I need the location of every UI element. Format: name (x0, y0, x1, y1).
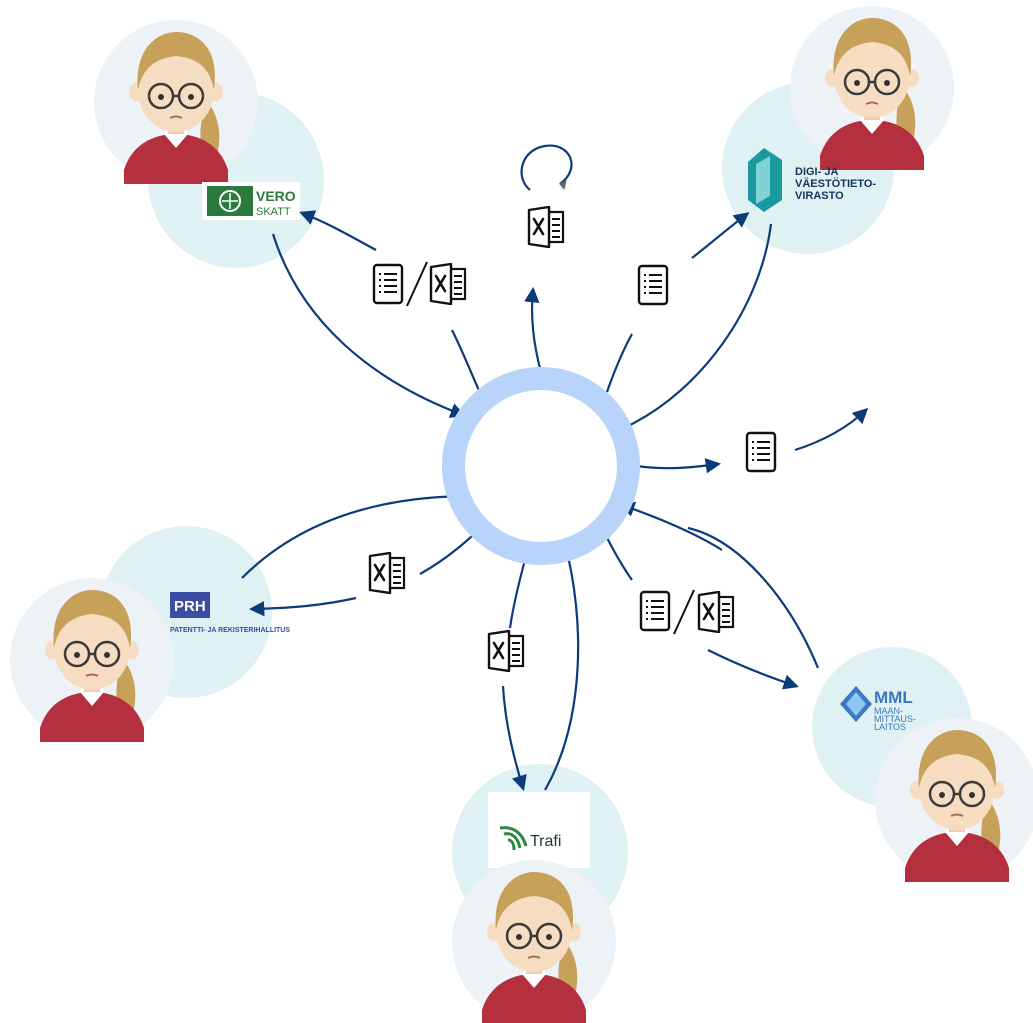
arrow-center-to-dvv (691, 212, 750, 259)
arrow-center-up (524, 286, 543, 373)
mml-logo-line2: MITTAUS- (874, 714, 916, 724)
arrow-center-to-mml (707, 649, 799, 690)
dvv-logo: DIGI- JA VÄESTÖTIETO- VIRASTO (748, 148, 876, 212)
excel-icon (429, 263, 467, 305)
document-icon (639, 590, 671, 632)
vero-logo-line1: VERO (256, 188, 296, 204)
file-icons (368, 206, 777, 672)
document-icon (637, 264, 669, 306)
dvv-node: DIGI- JA VÄESTÖTIETO- VIRASTO (722, 6, 954, 254)
prh-logo: PRH PATENTTI- JA REKISTERIHALLITUS (170, 592, 290, 634)
dvv-logo-line3: VIRASTO (795, 190, 844, 202)
arrow-mml-to-center-2 (619, 501, 723, 551)
mml-logo-line3: LAITOS (874, 722, 906, 732)
slash-separator (673, 589, 695, 635)
dvv-logo-line1: DIGI- JA (795, 166, 838, 178)
center-user (442, 367, 640, 565)
vero-logo: VERO SKATT (202, 182, 300, 220)
arrow-prh-to-center (241, 494, 479, 579)
trafi-logo: Trafi (499, 826, 561, 851)
arrow-center-to-vero-seg (451, 329, 482, 394)
mml-logo-name: MML (874, 688, 913, 707)
mml-logo: MML MAAN- MITTAUS- LAITOS (840, 686, 916, 732)
arrow-center-to-trafi (501, 685, 527, 791)
prh-node: PRH PATENTTI- JA REKISTERIHALLITUS (10, 526, 290, 742)
excel-icon (487, 630, 525, 672)
mml-logo-line1: MAAN- (874, 706, 903, 716)
excel-icon (697, 591, 735, 633)
arrows (241, 144, 869, 791)
arrow-mml-to-center (687, 526, 820, 669)
arrow-dvv-to-center (629, 223, 773, 426)
arrow-vero-to-center (271, 233, 466, 418)
arrow-center-to-dvv-seg (605, 333, 633, 393)
dvv-logo-line2: VÄESTÖTIETO- (795, 177, 876, 190)
prh-logo-sub: PATENTTI- JA REKISTERIHALLITUS (170, 627, 290, 634)
mml-node: MML MAAN- MITTAUS- LAITOS (812, 647, 1033, 882)
excel-icon (368, 552, 406, 594)
arrow-right-out (794, 407, 869, 452)
slash-separator (406, 261, 428, 307)
vero-node: VERO SKATT (94, 20, 324, 268)
arrow-trafi-to-center (544, 543, 580, 791)
vero-logo-line2: SKATT (256, 206, 291, 218)
arrow-center-to-prh (248, 596, 357, 617)
cycle-arrow-icon (520, 144, 573, 191)
excel-icon (527, 206, 565, 248)
arrow-center-right (636, 458, 722, 474)
arrow-center-to-vero (299, 210, 377, 251)
document-icon (372, 263, 404, 305)
document-icon (745, 431, 777, 473)
trafi-node: Trafi (452, 764, 628, 1023)
prh-logo-name: PRH (174, 598, 206, 615)
trafi-logo-name: Trafi (530, 833, 561, 850)
